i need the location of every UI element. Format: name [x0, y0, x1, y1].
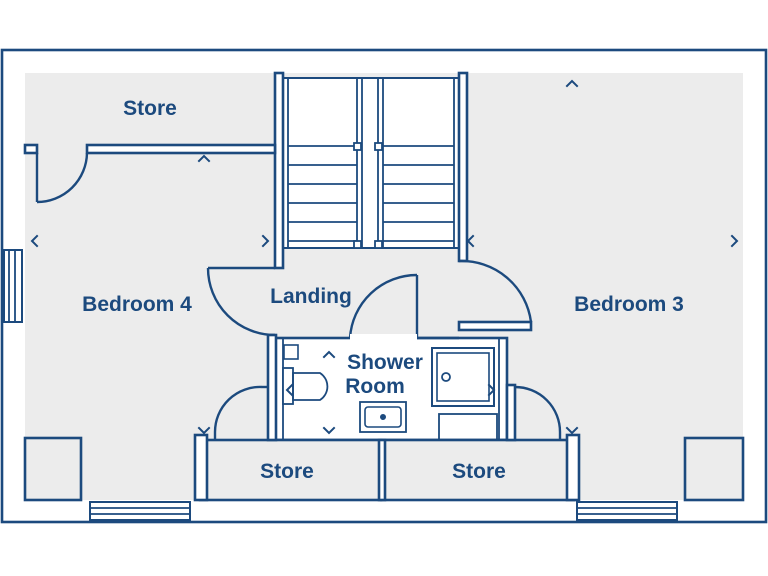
label-store-top-left: Store — [123, 97, 177, 120]
shower-tray — [431, 347, 495, 407]
label-bedroom-3: Bedroom 3 — [574, 293, 684, 316]
door-swing-store-bottom-right — [514, 385, 562, 433]
label-shower-room-line1: Shower — [347, 351, 423, 374]
stair-treads — [283, 77, 459, 249]
basin — [359, 401, 407, 433]
door-swing-bedroom-3 — [458, 259, 533, 323]
store-bottom-left — [198, 438, 383, 502]
store-top-left-wall — [85, 143, 277, 155]
toilet — [282, 344, 329, 405]
bedroom-3-builtin — [683, 436, 745, 502]
stair-wall-left — [273, 71, 285, 270]
door-swing-store-bottom-left — [213, 385, 263, 433]
window-left — [3, 249, 23, 323]
door-swing-shower-room — [348, 273, 418, 339]
door-swing-store-top-left — [36, 152, 89, 204]
door-swing-bedroom-4 — [206, 267, 276, 337]
window-bottom-left — [89, 501, 191, 521]
label-store-bottom-right: Store — [452, 460, 506, 483]
stair-wall-right — [457, 71, 469, 263]
window-bottom-right — [576, 501, 678, 521]
label-store-bottom-left: Store — [260, 460, 314, 483]
store-top-left-jamb — [23, 143, 39, 155]
label-bedroom-4: Bedroom 4 — [82, 293, 192, 316]
dimension-markers — [30, 79, 739, 435]
label-landing: Landing — [270, 285, 352, 308]
bedroom-4-builtin — [23, 436, 83, 502]
bedroom-3-door-jamb — [457, 320, 533, 332]
label-shower-room-line2: Room — [345, 375, 405, 398]
